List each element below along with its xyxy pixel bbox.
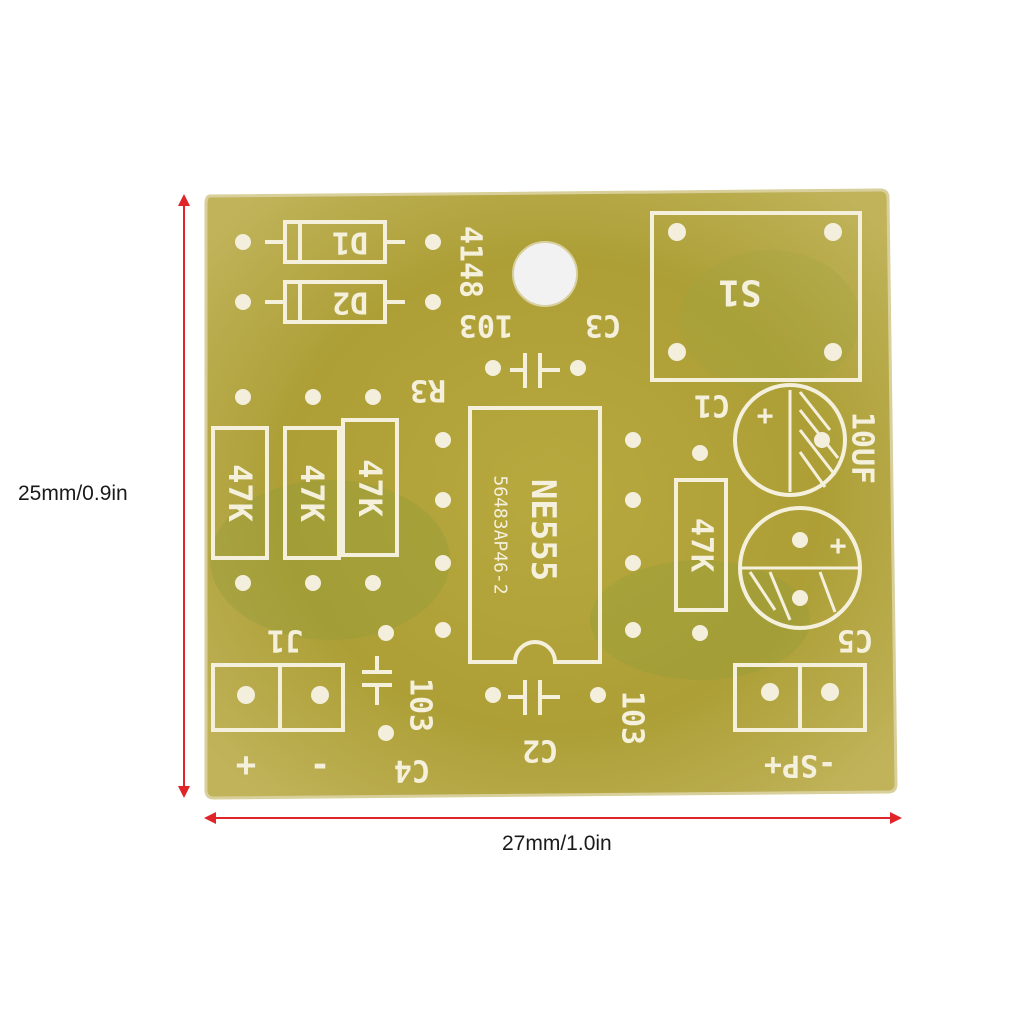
resistor-2-label: 47K (293, 464, 331, 523)
c5-plus-label: + (830, 529, 847, 562)
c2-label: C2 (522, 733, 558, 768)
resistor-1-label: 47K (221, 464, 259, 523)
resistor-4-outline (674, 478, 728, 612)
ic-name-label: NE555 (523, 479, 563, 581)
ic-outline (468, 406, 602, 664)
mounting-hole (512, 241, 578, 307)
resistor-3-label: 47K (351, 459, 389, 518)
resistor-2-outline (283, 426, 341, 560)
c1-outline (733, 383, 847, 497)
c1-plus-label: + (757, 399, 774, 432)
width-dimension-label: 27mm/1.0in (502, 832, 612, 855)
r3-label: R3 (410, 373, 446, 408)
c3-label: C3 (585, 308, 621, 343)
silkscreen-text: D1 D2 4148 C3 103 S1 R3 C1 10UF + 47K 47… (221, 225, 880, 788)
s1-outline (650, 211, 862, 382)
resistor-3-outline (341, 418, 399, 557)
c5-label: C5 (837, 623, 873, 658)
c3-symbol (510, 353, 560, 388)
c3-value-label: 103 (459, 308, 513, 343)
pcb-board (204, 188, 898, 800)
c4-label: C4 (394, 753, 430, 788)
c2-value-label: 103 (615, 691, 650, 745)
c1-value-label: 10UF (845, 412, 880, 484)
height-dimension-label: 25mm/0.9in (18, 482, 128, 505)
c5-outline (738, 506, 862, 630)
speaker-label: -SP+ (764, 748, 836, 783)
c1-label: C1 (694, 388, 730, 423)
silkscreen-outlines (211, 211, 867, 732)
c4-value-label: 103 (403, 678, 438, 732)
pcb-pads (235, 223, 842, 741)
ic-code-label: 56483AP46-2 (490, 475, 511, 594)
capacitor-hatching (742, 390, 858, 621)
j1-plus-label: + (236, 745, 256, 785)
j1-minus-label: - (310, 745, 330, 785)
j1-label: J1 (267, 623, 303, 658)
resistor-4-label: 47K (684, 518, 719, 572)
d1-label: D1 (332, 225, 368, 260)
c2-symbol (508, 680, 560, 715)
d2-label: D2 (332, 285, 368, 320)
s1-label: S1 (718, 272, 761, 313)
c4-symbol (362, 656, 392, 705)
diode-part-label: 4148 (453, 226, 488, 298)
resistor-1-outline (211, 426, 269, 560)
